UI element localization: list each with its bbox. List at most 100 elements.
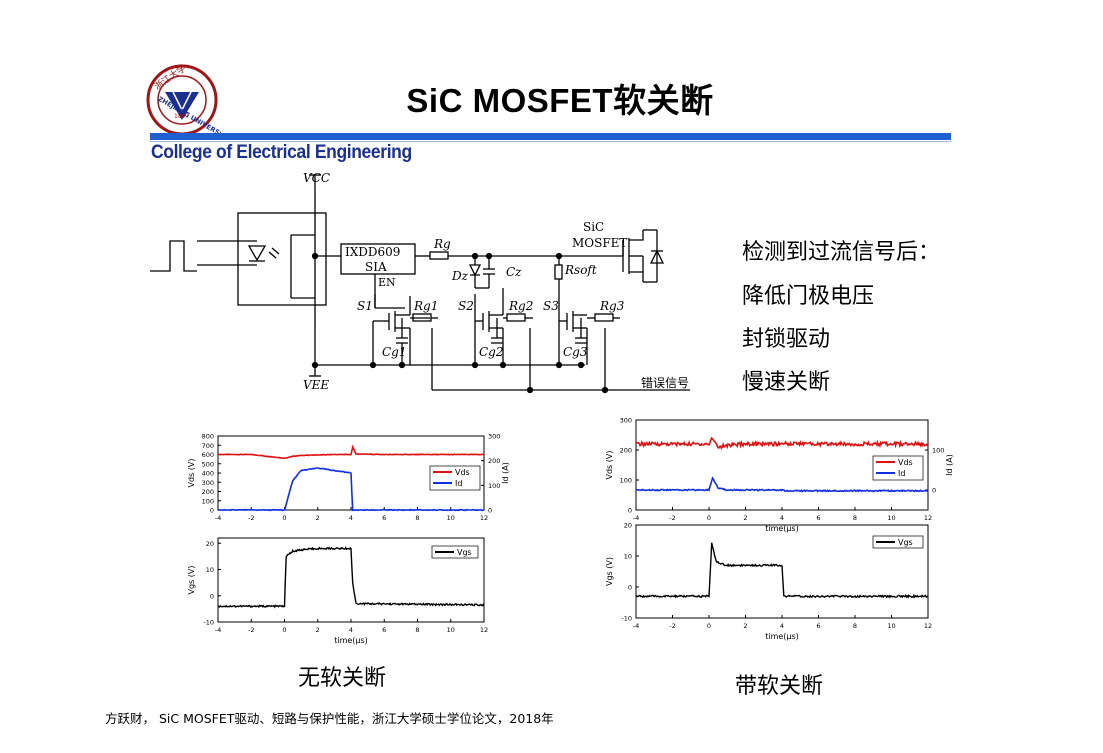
series-line-vds [636,436,929,450]
x-tick-label: -2 [669,622,675,630]
y-tick-label: 500 [202,460,214,468]
x-axis-label: time(μs) [334,636,368,645]
x-tick-label: 6 [382,626,386,634]
x-tick-label: 0 [282,626,286,634]
x-tick-label: -4 [215,514,221,522]
x-tick-label: 6 [382,514,386,522]
x-tick-label: 10 [447,626,455,634]
y-tick-label: -10 [203,619,214,627]
caption-left: 无软关断 [298,666,387,691]
legend-box [872,535,924,549]
y-right-tick-label: 100 [932,447,944,455]
x-tick-label: 8 [415,626,419,634]
label-ic: IXDD609 [345,245,400,259]
y-tick-label: 300 [202,479,214,487]
label-vee: VEE [303,378,329,392]
x-tick-label: -4 [633,514,639,522]
x-tick-label: 2 [743,622,747,630]
x-tick-label: 2 [743,514,747,522]
y-tick-label: 0 [210,507,214,515]
label-ic2: SIA [365,260,387,274]
y-axis-label: Vgs (V) [187,566,196,595]
y-tick-label: 400 [202,470,214,478]
x-tick-label: 4 [349,514,353,522]
bullet-1: 检测到过流信号后： [742,240,941,265]
y-right-axis-label: Id (A) [945,454,954,476]
y-right-tick-label: 0 [932,487,936,495]
x-tick-label: 4 [780,514,784,522]
label-sic: SiC [583,220,604,234]
x-tick-label: 10 [887,622,895,630]
zhejiang-university-logo: 浙江大学 1897 ZHEJIANG UNIVERSITY [146,64,221,136]
x-tick-label: 2 [316,514,320,522]
legend-label: Vds [455,468,470,477]
x-tick-label: 0 [707,514,711,522]
x-axis-label: time(μs) [765,632,799,641]
optocoupler [237,212,327,306]
y-tick-label: 600 [202,451,214,459]
series-line-vgs [635,542,929,599]
label-s3: S3 [543,299,559,313]
label-cg3: Cg3 [563,345,588,359]
label-fault-signal: 错误信号 [641,376,689,390]
label-rsoft: Rsoft [564,263,597,277]
input-pulse [150,240,197,272]
x-tick-label: 12 [480,626,488,634]
y-tick-label: 700 [202,442,214,450]
series-line-vds [217,444,484,460]
title-rule [150,133,951,140]
caption-right: 带软关断 [735,674,824,699]
legend-label: Id [898,469,905,478]
y-tick-label: 100 [202,497,214,505]
y-tick-label: 20 [624,522,632,530]
college-name: College of Electrical Engineering [151,142,412,163]
y-tick-label: 10 [624,553,632,561]
y-tick-label: 0 [210,592,214,600]
x-tick-label: 6 [816,622,820,630]
page-title: SiC MOSFET软关断 [406,82,714,119]
y-right-axis-label: Id (A) [501,462,510,484]
x-tick-label: 6 [816,514,820,522]
sub-circuit-2 [471,288,533,369]
title-rule-thin [150,141,951,142]
y-tick-label: 200 [620,447,632,455]
label-mosfet: MOSFET [572,236,627,250]
y-tick-label: 300 [620,417,632,425]
x-tick-label: 10 [887,514,895,522]
x-tick-label: 12 [924,514,932,522]
label-s1: S1 [357,299,373,313]
legend-box [429,465,481,491]
sub-circuit-3 [555,294,620,369]
series-line-id [635,476,929,493]
y-tick-label: 20 [206,540,214,548]
circuit-diagram: VCC VEE IXDD609 SIA EN Rg Dz Cz Rsoft Si… [150,171,690,394]
y-axis-label: Vds (V) [187,459,196,488]
series-line-vgs [217,546,485,609]
driver-ic [340,243,416,275]
x-tick-label: 12 [480,514,488,522]
series-line-id [217,467,485,512]
y-tick-label: 0 [628,507,632,515]
x-tick-label: -2 [669,514,675,522]
x-tick-label: -2 [248,626,254,634]
label-dz: Dz [451,269,469,283]
label-rg: Rg [433,237,451,251]
y-right-tick-label: 200 [488,457,500,465]
y-axis-label: Vds (V) [605,451,614,480]
x-tick-label: 0 [282,514,286,522]
y-right-tick-label: 100 [488,482,500,490]
legend-label: Id [455,479,462,488]
y-tick-label: 100 [620,477,632,485]
y-tick-label: 800 [202,433,214,441]
label-cz: Cz [506,265,522,279]
x-tick-label: 2 [316,626,320,634]
x-tick-label: -2 [248,514,254,522]
legend-label: Vgs [898,538,913,547]
label-cg1: Cg1 [382,345,407,359]
x-tick-label: -4 [633,622,639,630]
y-right-tick-label: 0 [488,507,492,515]
x-tick-label: 8 [415,514,419,522]
x-tick-label: 0 [707,622,711,630]
x-tick-label: 10 [447,514,455,522]
x-tick-label: 4 [780,622,784,630]
